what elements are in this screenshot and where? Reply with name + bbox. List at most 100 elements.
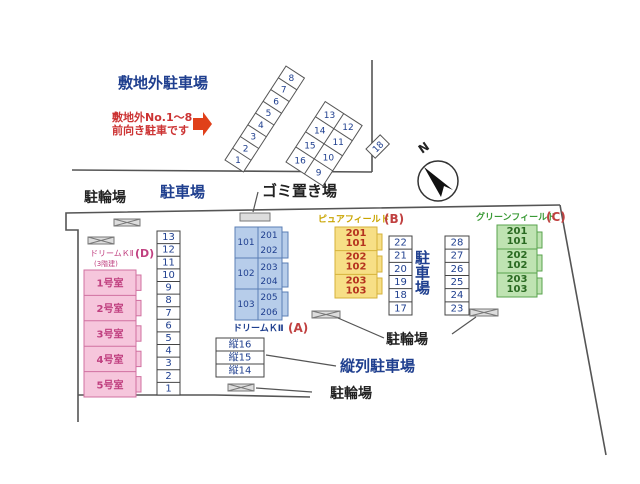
parking-number: 12 [342,123,353,133]
parking-number: 10 [162,270,175,281]
parking-number: 13 [324,111,335,121]
offsite-note-line1: 敷地外No.1～8 [112,110,192,124]
bike-parking-marker-right [469,308,499,317]
room-202: 202 [260,246,277,256]
building-d-suffix: (D) [135,247,154,260]
compass-needle-icon [424,167,453,197]
parking-number: 2 [243,144,249,154]
room-103: 103 [507,284,528,295]
room-203: 203 [346,275,367,286]
parking-number: 9 [316,168,322,178]
parking-number: 16 [294,156,306,166]
room-label: 1号室 [97,277,124,290]
room-201: 201 [260,231,277,241]
parking-number: 11 [332,138,343,148]
parking-number: 28 [451,237,464,248]
building-b-name: ピュアフィールド [318,213,390,225]
offsite-space-18: 18 [365,134,391,159]
bike-parking-marker-mid [311,310,341,319]
car-parking-label-vertical: 駐車場 [413,249,431,296]
parking-number: 14 [314,126,326,136]
parking-number: 12 [162,245,175,256]
room-102: 102 [346,262,367,273]
parking-number: 24 [451,290,464,301]
room-103: 103 [237,300,254,310]
parking-number: 22 [394,237,407,248]
garbage-label: ゴミ置き場 [262,182,337,200]
parking-number: 6 [165,320,171,331]
room-102: 102 [507,260,528,271]
room-205: 205 [260,293,277,303]
parking-number: 10 [323,153,335,163]
bike-parking-label-mid: 駐輪場 [386,331,428,348]
building-a-suffix: (A) [288,321,308,335]
parking-number: 8 [165,295,171,306]
building-d-note: (3階建) [94,259,118,268]
room-203: 203 [260,263,277,273]
room-204: 204 [260,277,277,287]
tandem-parking-label: 縦列駐車場 [340,357,415,375]
parking-number: 11 [162,257,175,268]
parking-number: 5 [266,109,272,119]
parking-number: 7 [281,86,287,96]
parking-number: 8 [289,74,295,84]
parking-number: 27 [451,251,464,262]
parking-number: 19 [394,277,407,288]
room-101: 101 [237,238,254,248]
parking-number: 3 [250,133,256,143]
building-d-name: ドリームＫⅡ [90,249,134,258]
offsite-parking-right: 13 14 15 16 12 11 109 [285,100,363,187]
bike-parking-marker-top [113,218,141,227]
offsite-note-line2: 前向き駐車です [112,123,189,137]
parking-number: 15 [304,141,315,151]
parking-number: 20 [394,264,407,275]
parking-number: 17 [394,303,407,314]
parking-number: 25 [451,277,464,288]
bike-parking-label-bottom: 駐輪場 [330,385,372,402]
garbage-area-marker [239,212,271,222]
parking-number: 7 [165,308,171,319]
room-201: 201 [507,226,528,237]
bike-parking-marker-left [87,236,115,245]
parking-number: 2 [165,371,171,382]
room-label: 4号室 [97,353,124,366]
room-202: 202 [507,250,528,261]
parking-number: 4 [258,121,264,131]
compass-north-label: N [416,139,432,156]
parking-number: 5 [165,333,171,344]
parking-number: 1 [165,383,171,394]
room-202: 202 [346,252,367,263]
parking-number: 縦15 [229,350,252,363]
building-a-name: ドリームＫⅡ [233,323,284,334]
parking-number: 3 [165,358,171,369]
room-206: 206 [260,308,277,318]
parking-number: 13 [162,232,175,243]
room-label: 3号室 [97,328,124,341]
bike-parking-label-top: 駐輪場 [84,189,126,206]
building-dream-k2-a: 101 201 202 102 203 204 103 205 206 ドリーム… [233,226,308,335]
room-101: 101 [346,238,367,249]
room-103: 103 [346,285,367,296]
arrow-right-icon [193,112,212,136]
offsite-lot-title: 敷地外駐車場 [118,74,208,92]
parking-number: 26 [451,264,464,275]
room-102: 102 [237,269,254,279]
room-201: 201 [346,228,367,239]
compass: N [416,139,459,202]
bike-parking-marker-bottom [227,383,255,392]
parking-number: 6 [273,97,279,107]
parking-number: 1 [235,156,241,166]
parking-number: 縦14 [229,363,252,376]
room-label: 5号室 [97,378,124,391]
parking-number: 9 [165,283,171,294]
building-c-name: グリーンフィールド [476,211,556,223]
parking-number: 4 [165,346,171,357]
